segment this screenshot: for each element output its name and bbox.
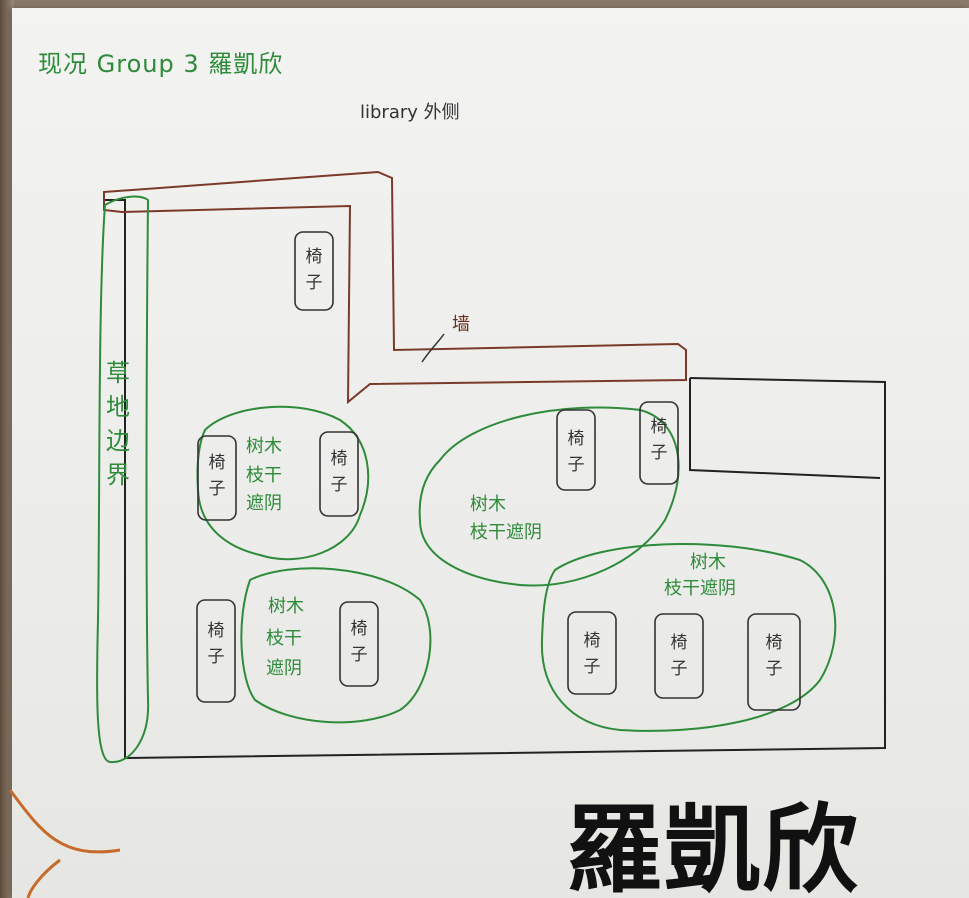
wall-pointer [421, 333, 445, 363]
tree-label: 树木 [246, 436, 282, 457]
bench-5 [339, 601, 379, 687]
wall [103, 170, 687, 405]
bench-label: 椅子 [567, 429, 585, 475]
bench-label: 椅子 [330, 449, 348, 495]
bench-label: 椅子 [350, 619, 368, 665]
location-label: library 外侧 [360, 102, 460, 123]
site-boundary [105, 199, 886, 760]
wall-label: 墙 [452, 314, 470, 335]
tree-label: 树木 [268, 596, 304, 617]
tree-canopy-2 [240, 567, 432, 724]
bench-3 [319, 431, 359, 517]
grass-boundary [96, 195, 150, 764]
bench-label: 椅子 [650, 417, 668, 463]
tree-shade-label: 枝干遮阴 [664, 578, 736, 599]
bench-label: 椅子 [765, 633, 783, 679]
tree-canopy-3 [418, 406, 680, 587]
tree-shade-label: 枝干遮阴 [246, 465, 282, 514]
bench-6 [556, 409, 596, 491]
bench-7 [639, 401, 679, 485]
tree-label: 树木 [470, 494, 506, 515]
tree-label: 树木 [690, 552, 726, 573]
bench-label: 椅子 [670, 633, 688, 679]
bench-9 [654, 613, 704, 699]
signature: 羅凱欣 [566, 794, 860, 898]
bench-label: 椅子 [583, 631, 601, 677]
tree-shade-label: 枝干遮阴 [470, 522, 542, 543]
orange-curve [8, 789, 121, 898]
grass-boundary-label: 草地边界 [106, 359, 130, 489]
background-edge [0, 0, 14, 898]
tree-shade-label: 枝干遮阴 [266, 628, 302, 679]
bench-4 [196, 599, 236, 703]
inner-corner [689, 378, 881, 479]
bench-label: 椅子 [207, 621, 225, 667]
bench-label: 椅子 [208, 453, 226, 499]
bench-10 [747, 613, 801, 711]
tree-canopy-4 [540, 543, 837, 732]
bench-2 [197, 435, 237, 521]
bench-8 [567, 611, 617, 695]
bench-label: 椅子 [305, 247, 323, 293]
bench-1 [294, 231, 334, 311]
page-title: 现况 Group 3 羅凱欣 [38, 50, 284, 78]
